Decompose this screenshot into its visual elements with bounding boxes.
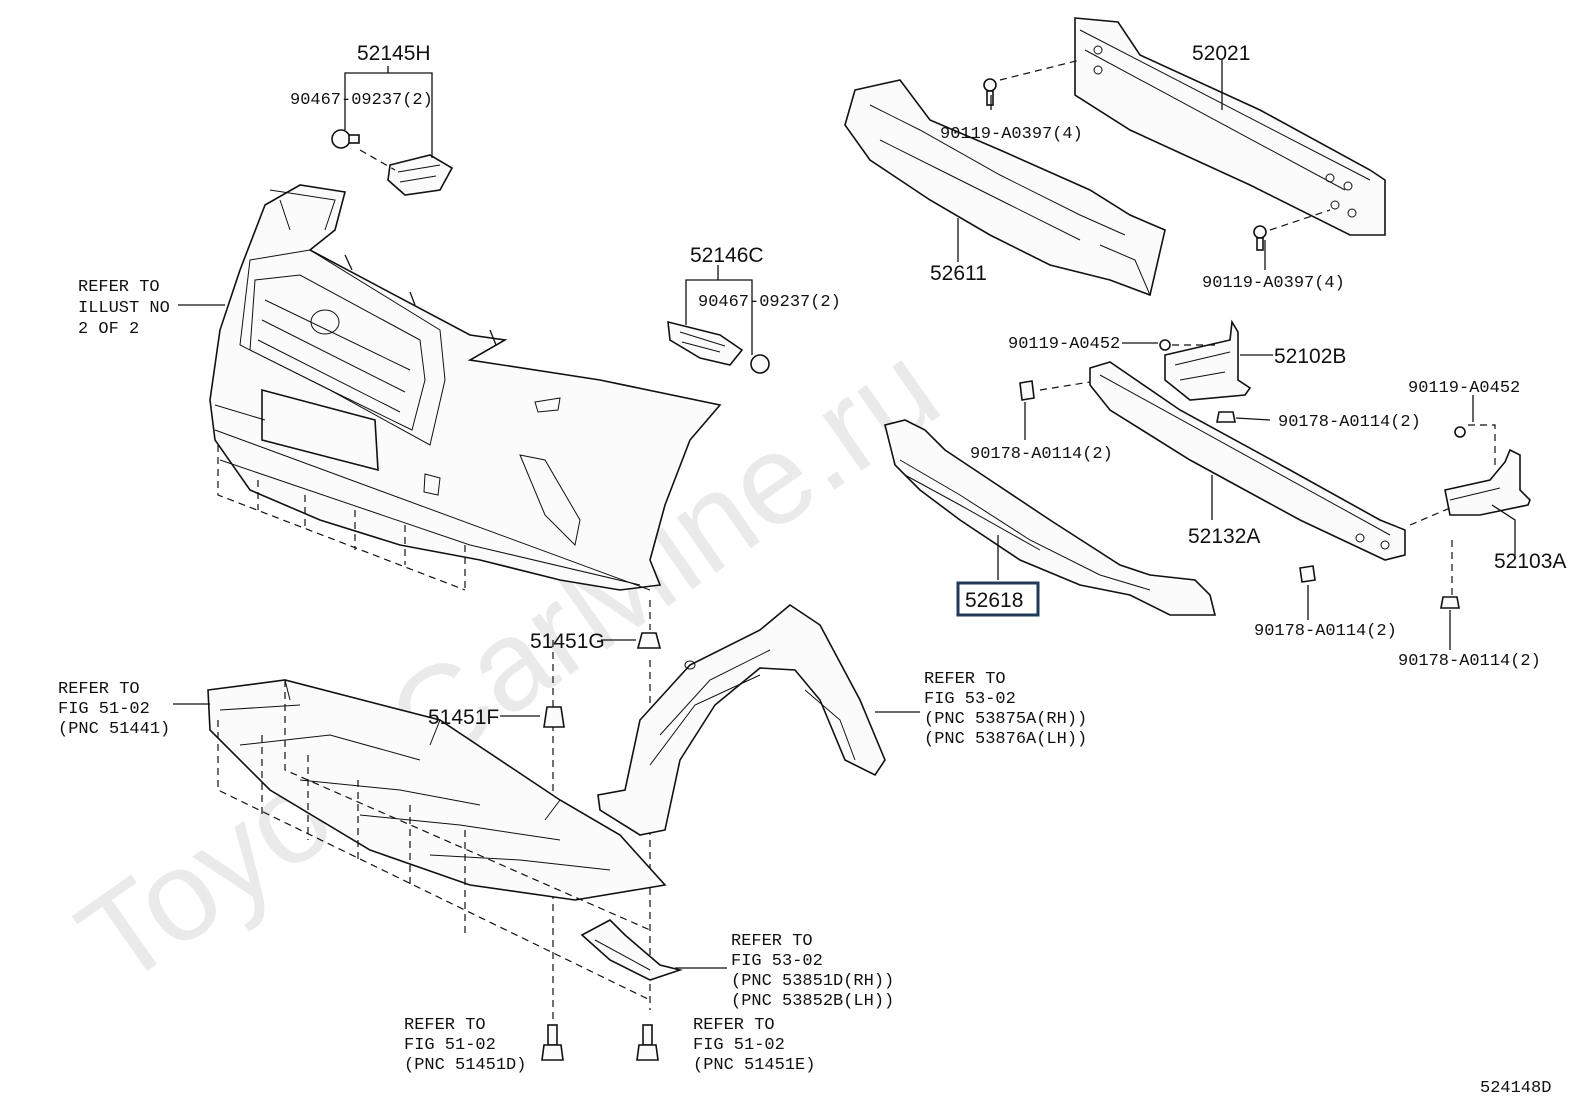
label-51451g: 51451G [530, 630, 605, 653]
ref-fig51-under-cover: REFER TO FIG 51-02 (PNC 51441) [58, 680, 170, 739]
bracket-52103a-drawing [1409, 424, 1531, 526]
label-51451f: 51451F [428, 706, 499, 729]
reference-notes: REFER TO ILLUST NO 2 OF 2 REFER TO FIG 5… [58, 278, 1097, 1075]
label-90467-top: 90467-09237(2) [290, 91, 433, 110]
label-90178-d: 90178-A0114(2) [1398, 652, 1541, 671]
label-52021: 52021 [1192, 42, 1250, 65]
label-90178-b: 90178-A0114(2) [970, 445, 1113, 464]
label-52145h: 52145H [357, 42, 431, 65]
cover-fastener-lines [217, 445, 651, 1020]
label-90119-a0452-right: 90119-A0452 [1408, 379, 1520, 398]
label-90467-mid: 90467-09237(2) [698, 293, 841, 312]
label-52102b: 52102B [1274, 345, 1346, 368]
absorber-52618-drawing [884, 419, 1217, 616]
seal-drawing [580, 919, 683, 981]
label-52611: 52611 [930, 262, 987, 285]
clips-drawing [543, 632, 662, 728]
label-90178-c: 90178-A0114(2) [1254, 622, 1397, 641]
reinforcement-bolts-drawing [983, 59, 1331, 251]
ref-fig53-fender-liner: REFER TO FIG 53-02 (PNC 53875A(RH)) (PNC… [924, 670, 1097, 749]
reinforcement-52021-drawing [1074, 17, 1386, 236]
label-52618: 52618 [965, 589, 1023, 612]
bracket-52146c-drawing [667, 320, 770, 374]
absorber-52611-drawing [844, 79, 1166, 297]
ref-illust: REFER TO ILLUST NO 2 OF 2 [78, 278, 180, 339]
label-90119-a0397-top: 90119-A0397(4) [940, 125, 1083, 144]
under-cover-drawing [207, 679, 667, 1001]
beam-52132a-drawing [1089, 361, 1406, 561]
ref-fig51-51451e: REFER TO FIG 51-02 (PNC 51451E) [693, 1016, 815, 1075]
nuts-drawing [1019, 380, 1460, 609]
label-90119-a0452-left: 90119-A0452 [1008, 335, 1120, 354]
label-90119-a0397-bottom: 90119-A0397(4) [1202, 274, 1345, 293]
leader-lines [173, 60, 1516, 969]
label-52146c: 52146C [690, 244, 764, 267]
label-90178-a: 90178-A0114(2) [1278, 413, 1421, 432]
fender-liner-drawing [597, 604, 886, 836]
bumper-cover-drawing [209, 184, 722, 591]
bottom-bolts-drawing [541, 1024, 659, 1061]
bracket-52145h-drawing [331, 129, 454, 196]
label-52132a: 52132A [1188, 525, 1260, 548]
highlight-box-52618 [956, 581, 1040, 617]
bracket-52102b-drawing [1159, 319, 1252, 401]
part-labels: 52145H 90467-09237(2) 52146C 90467-09237… [290, 42, 1566, 729]
ref-fig53-seal: REFER TO FIG 53-02 (PNC 53851D(RH)) (PNC… [731, 932, 904, 1011]
label-52103a: 52103A [1494, 550, 1566, 573]
ref-fig51-51451d: REFER TO FIG 51-02 (PNC 51451D) [404, 1016, 526, 1075]
diagram-id: 524148D [1480, 1079, 1551, 1098]
